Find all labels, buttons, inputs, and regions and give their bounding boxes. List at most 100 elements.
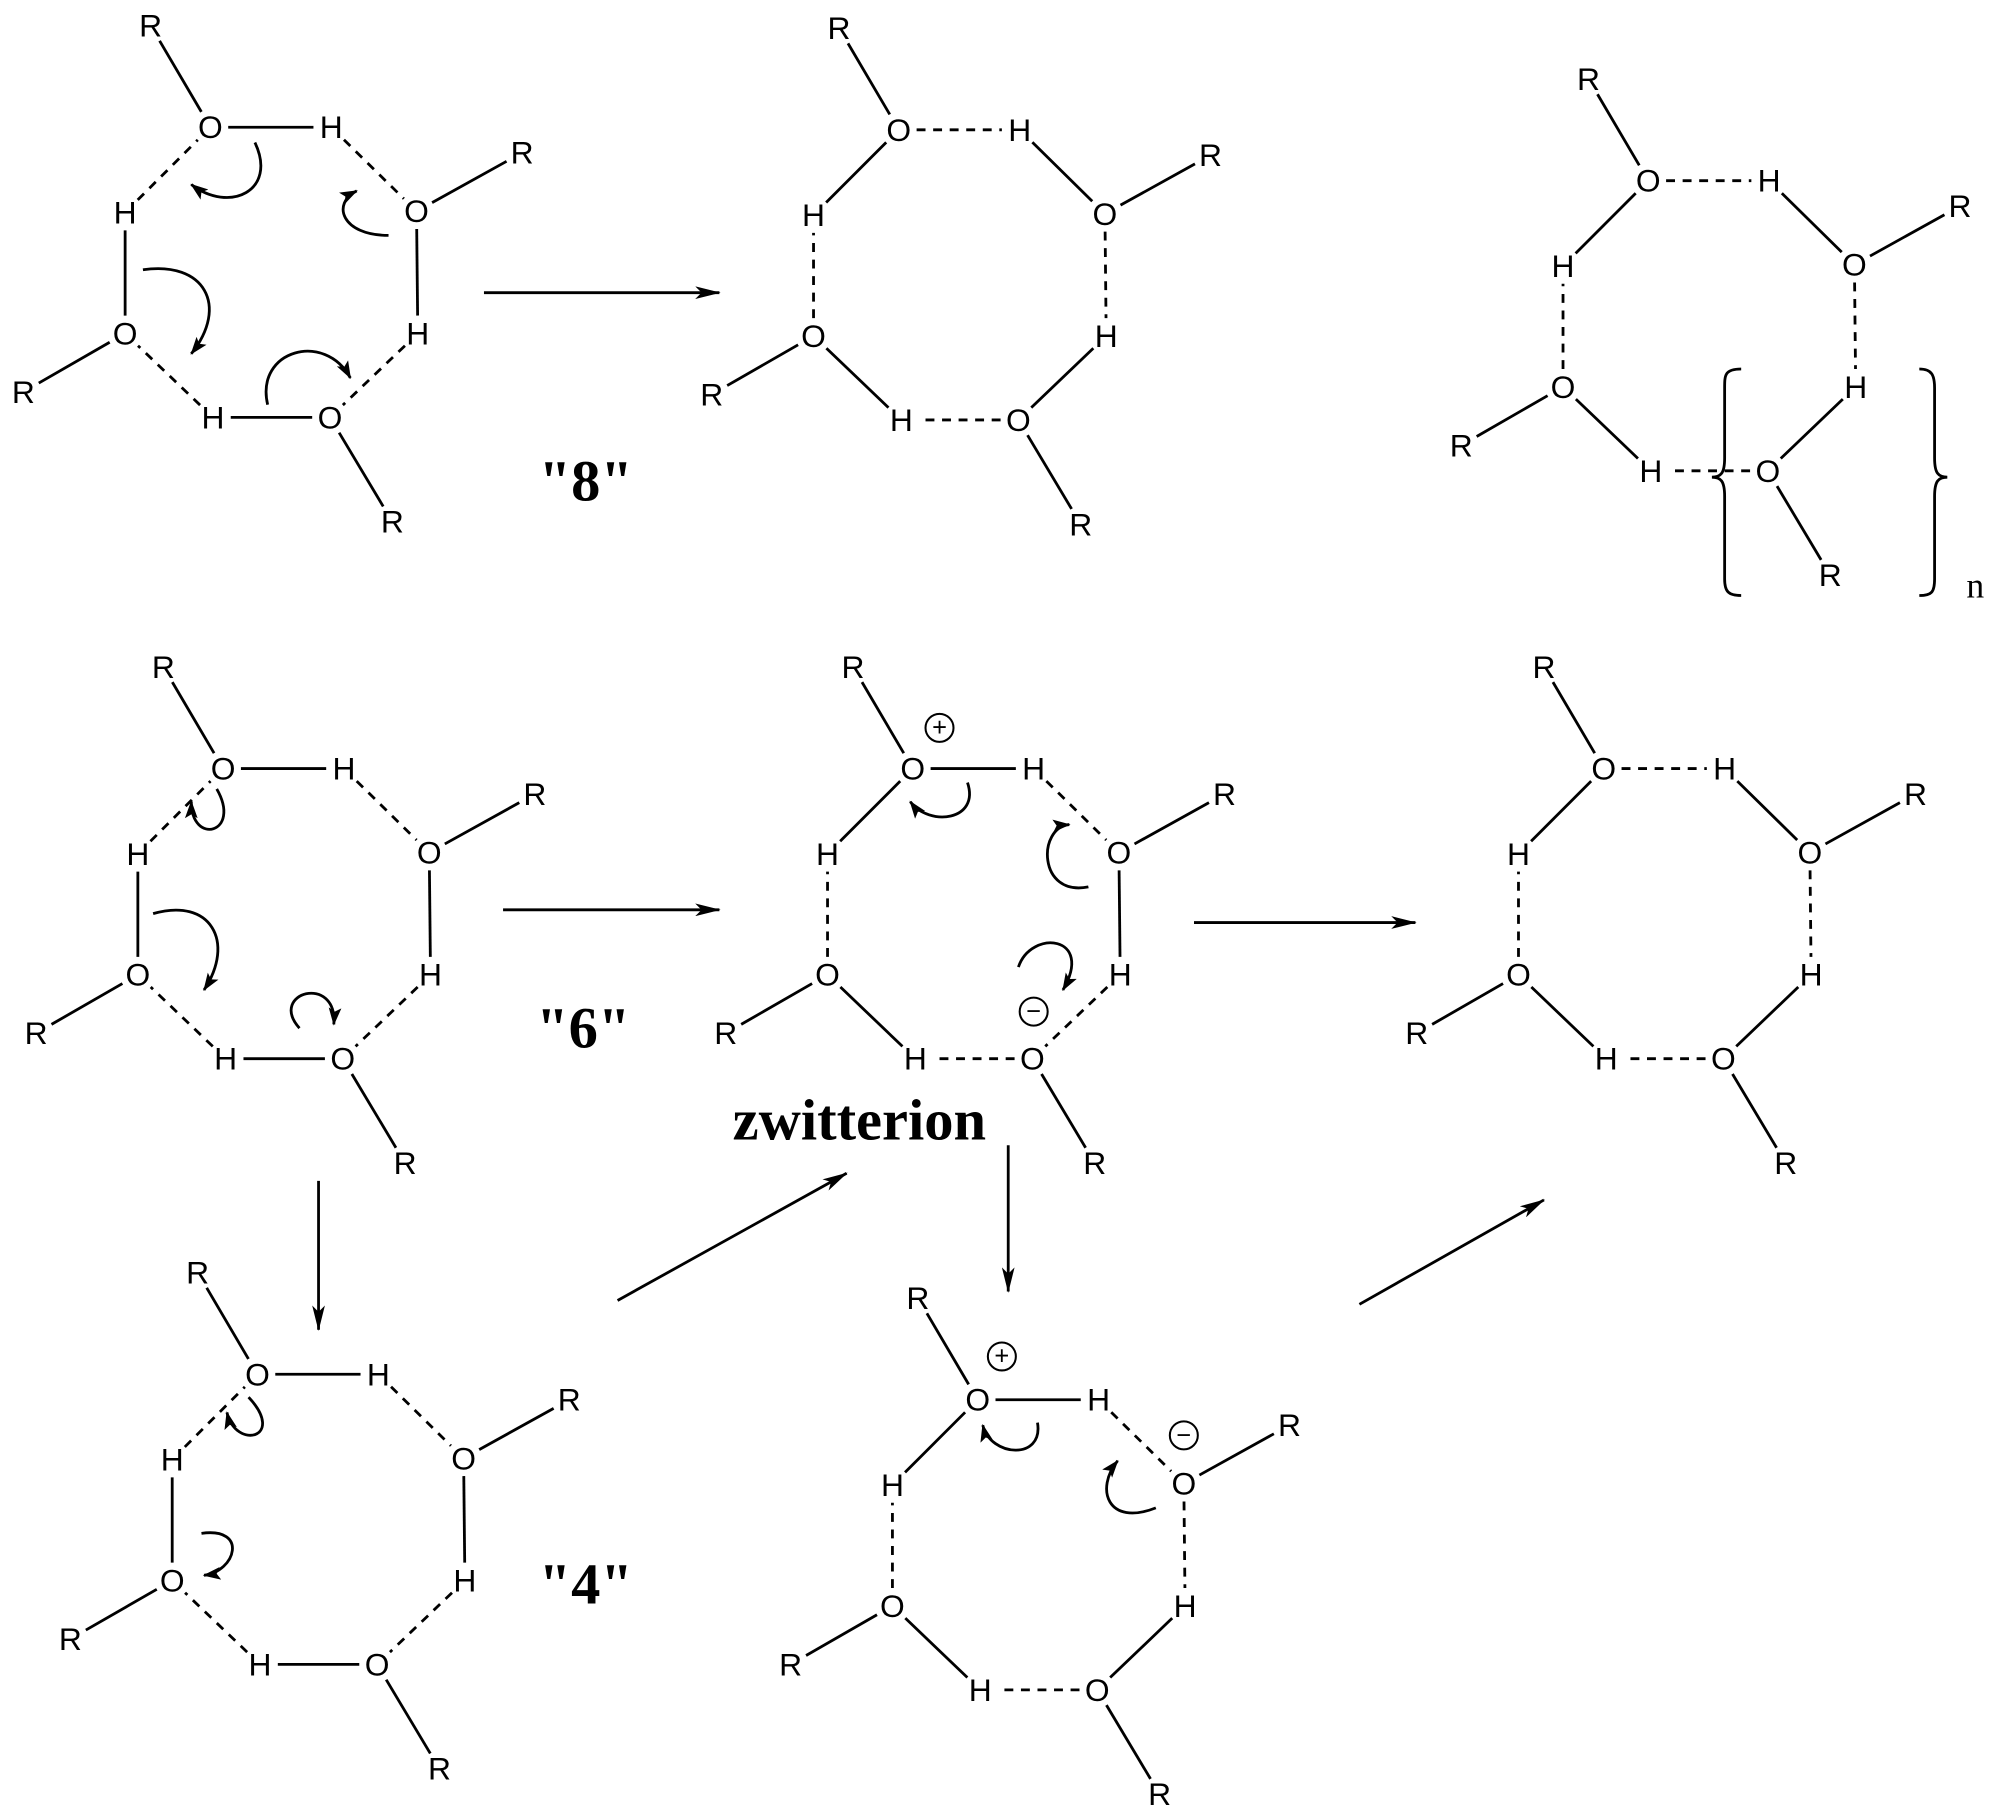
label-ring-8: "8" <box>539 448 633 513</box>
substituent-atom: R <box>394 1145 417 1181</box>
covalent-bond <box>904 1411 967 1474</box>
oxygen-atom: O <box>1506 957 1531 993</box>
hydrogen-atom: H <box>333 751 356 787</box>
substituent-atom: R <box>381 504 404 540</box>
substituent-atom: R <box>1278 1407 1301 1443</box>
oxygen-atom: O <box>113 315 138 351</box>
hydrogen-bond <box>1853 282 1857 370</box>
covalent-bond <box>1736 780 1799 842</box>
covalent-bond <box>1574 192 1637 255</box>
hydrogen-bond <box>1110 1411 1173 1473</box>
hydrogen-atom: H <box>1758 163 1781 199</box>
covalent-bond <box>205 1287 250 1360</box>
covalent-bond <box>1109 1617 1174 1679</box>
oxygen-atom: O <box>886 112 911 148</box>
covalent-bond <box>1030 347 1095 409</box>
oxygen-atom: O <box>965 1382 990 1418</box>
oxygen-atom: O <box>404 193 429 229</box>
curved-arrow-icon <box>909 782 971 819</box>
oxygen-atom: O <box>1711 1041 1736 1077</box>
hydrogen-atom: H <box>406 315 429 351</box>
curved-arrow-icon <box>264 350 352 405</box>
oxygen-atom: O <box>125 957 150 993</box>
substituent-atom: R <box>12 374 35 410</box>
hydrogen-bond <box>183 1385 246 1448</box>
oxygen-atom: O <box>1006 402 1031 438</box>
substituent-atom: R <box>59 1621 82 1657</box>
hydrogen-atom: H <box>249 1646 272 1682</box>
reaction-arrow <box>616 1171 848 1302</box>
substituent-atom: R <box>906 1280 929 1316</box>
oxygen-atom: O <box>417 835 442 871</box>
covalent-bond <box>1780 192 1843 254</box>
covalent-bond <box>839 780 902 843</box>
covalent-bond <box>415 229 420 316</box>
right-bracket <box>1919 367 1948 597</box>
substituent-atom: R <box>1577 61 1600 97</box>
oxygen-atom: O <box>880 1588 905 1624</box>
substituent-atom: R <box>1774 1145 1797 1181</box>
hydrogen-bond <box>390 1385 452 1447</box>
oxygen-atom: O <box>451 1440 476 1476</box>
covalent-bond <box>462 1476 467 1563</box>
substituent-atom: R <box>1949 188 1972 224</box>
covalent-bond <box>444 801 520 846</box>
hydrogen-bond <box>1044 986 1109 1048</box>
substituent-atom: R <box>779 1646 802 1682</box>
hydrogen-atom: H <box>1109 957 1132 993</box>
substituent-atom: R <box>1213 776 1236 812</box>
covalent-bond <box>171 681 216 754</box>
oxygen-atom: O <box>815 957 840 993</box>
oxygen-atom: O <box>1085 1672 1110 1708</box>
covalent-bond <box>1596 93 1641 167</box>
hydrogen-bond <box>355 780 418 842</box>
substituent-atom: R <box>700 376 723 412</box>
hydrogen-bond <box>137 344 202 407</box>
substituent-atom: R <box>428 1751 451 1787</box>
substituent-atom: R <box>1819 557 1842 593</box>
label-ring-4: "4" <box>539 1552 633 1617</box>
substituent-atom: R <box>1083 1145 1106 1181</box>
curved-arrow-icon <box>142 267 211 355</box>
hydrogen-atom: H <box>904 1041 927 1077</box>
negative-charge-icon: − <box>1168 1420 1199 1451</box>
substituent-atom: R <box>1069 506 1092 542</box>
covalent-bond <box>1117 870 1122 957</box>
hydrogen-atom: H <box>201 399 224 435</box>
hydrogen-atom: H <box>419 957 442 993</box>
curved-arrow-icon <box>201 1531 234 1580</box>
hydrogen-bond <box>354 986 419 1048</box>
covalent-bond <box>1869 213 1946 258</box>
hydrogen-bond <box>1808 870 1813 957</box>
curved-arrow-icon <box>1046 819 1089 890</box>
hydrogen-atom: H <box>453 1562 476 1598</box>
curved-arrow-icon <box>184 788 226 831</box>
hydrogen-atom: H <box>1800 957 1823 993</box>
substituent-atom: R <box>152 649 175 685</box>
curved-arrow-icon <box>339 189 389 237</box>
hydrogen-atom: H <box>367 1356 390 1392</box>
hydrogen-atom: H <box>890 402 913 438</box>
covalent-bond <box>805 1613 878 1657</box>
substituent-atom: R <box>186 1254 209 1290</box>
curved-arrow-icon <box>152 908 220 992</box>
negative-charge-icon: − <box>1018 996 1049 1027</box>
hydrogen-atom: H <box>1552 248 1575 284</box>
oxygen-atom: O <box>198 109 223 145</box>
reaction-arrow <box>1358 1198 1546 1306</box>
covalent-bond <box>846 42 891 116</box>
covalent-bond <box>825 347 890 409</box>
covalent-bond <box>1040 1073 1087 1149</box>
substituent-atom: R <box>1532 649 1555 685</box>
covalent-bond <box>1198 1432 1275 1477</box>
oxygen-atom: O <box>801 318 826 354</box>
covalent-bond <box>1530 780 1593 843</box>
covalent-bond <box>1775 485 1823 561</box>
hydrogen-bond <box>149 986 214 1048</box>
covalent-bond <box>50 982 124 1026</box>
hydrogen-bond <box>341 344 406 407</box>
